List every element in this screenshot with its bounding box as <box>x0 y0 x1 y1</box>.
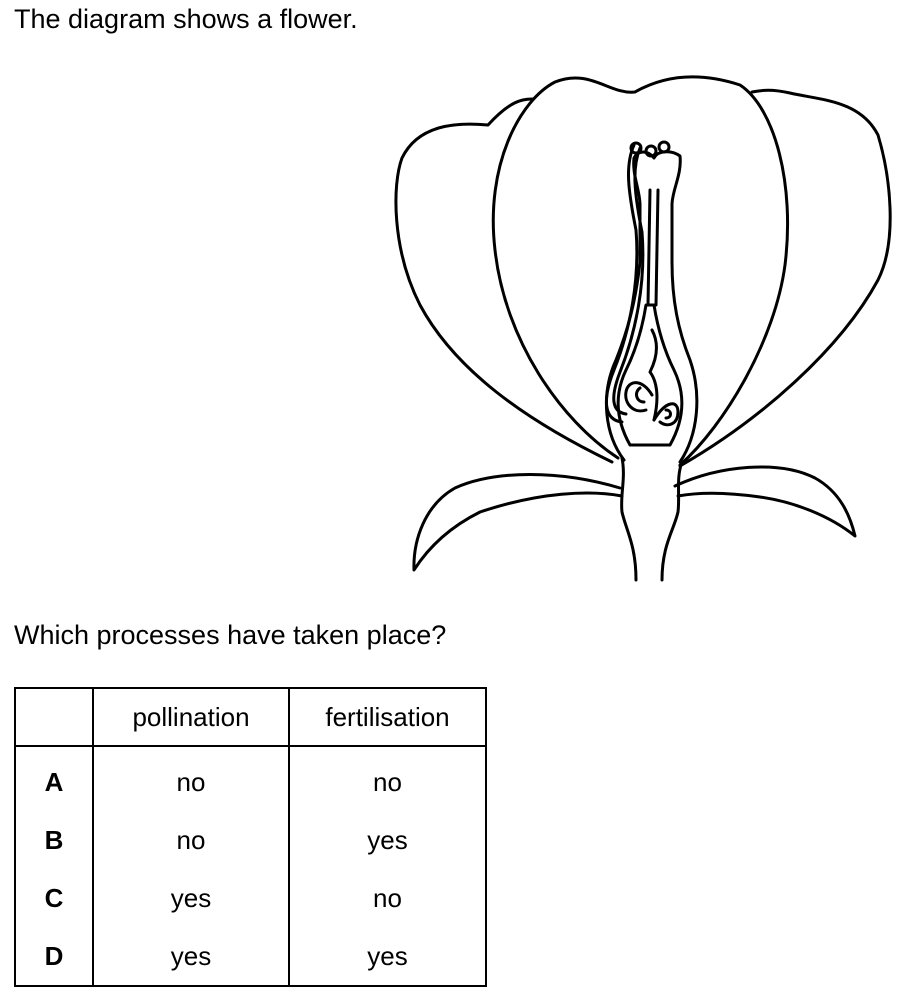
right-sepal <box>673 465 857 538</box>
fertilisation-cell: no <box>373 882 402 913</box>
style <box>646 188 660 307</box>
question-text: Which processes have taken place? <box>14 620 447 650</box>
pollination-cell: yes <box>93 927 290 986</box>
table-header-row: pollination fertilisation <box>15 688 486 747</box>
ovule-stalk <box>648 328 659 422</box>
intro-text: The diagram shows a flower. <box>14 4 358 34</box>
fertilisation-cell: yes <box>367 940 408 971</box>
centre-petal <box>491 75 790 467</box>
stalk-right <box>660 460 684 582</box>
table-row-d[interactable]: D yes yes <box>15 927 486 986</box>
pollination-cell: yes <box>93 869 290 927</box>
stalk-left <box>620 456 638 582</box>
table-row-a[interactable]: A no no <box>15 746 486 811</box>
pollination-cell: no <box>93 746 290 811</box>
right-petal <box>678 88 892 468</box>
pollination-cell: no <box>93 811 290 869</box>
stigma-lobe <box>644 144 658 158</box>
pollen-tube <box>604 143 645 424</box>
ovary-cavity <box>616 303 684 447</box>
stigma-lobe <box>657 140 671 154</box>
option-letter[interactable]: B <box>15 811 94 869</box>
option-letter[interactable]: D <box>15 927 94 986</box>
header-fertilisation: fertilisation <box>289 688 486 747</box>
ovule <box>624 381 654 413</box>
table-row-b[interactable]: B no yes <box>15 811 486 869</box>
fertilisation-cell: yes <box>367 824 408 855</box>
header-option <box>15 688 94 747</box>
table-row-c[interactable]: C yes no <box>15 869 486 927</box>
flower-diagram <box>394 75 892 582</box>
header-pollination: pollination <box>93 688 290 747</box>
ovule <box>652 402 680 427</box>
answer-table: pollination fertilisation A no no B no y… <box>14 687 487 987</box>
left-petal <box>394 97 614 464</box>
left-sepal <box>412 473 624 572</box>
stigma-lobe <box>629 141 643 155</box>
option-letter[interactable]: C <box>15 869 94 927</box>
option-letter[interactable]: A <box>15 746 94 811</box>
fertilisation-cell: no <box>373 766 402 797</box>
